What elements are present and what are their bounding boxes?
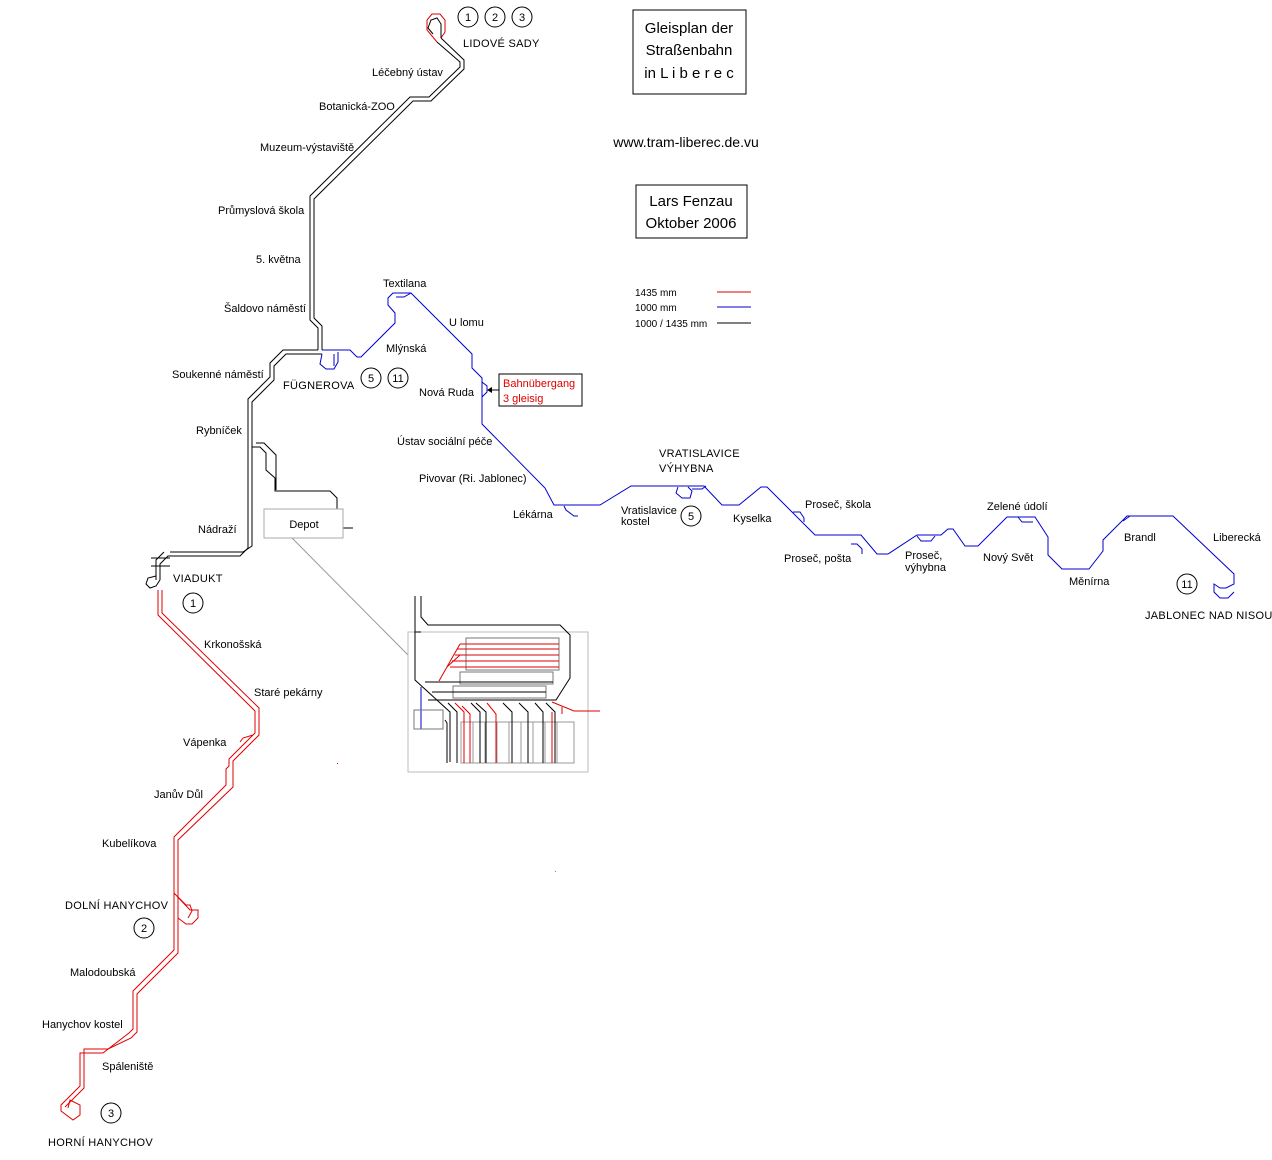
line-badge: 1 bbox=[465, 12, 471, 24]
terminus-label-line-2: VÝHYBNA bbox=[659, 462, 714, 475]
note-line-2: 3 gleisig bbox=[503, 393, 543, 405]
stop-label: Lékárna bbox=[513, 509, 554, 521]
track-standard-gauge-south bbox=[60, 590, 260, 1121]
stop-label-line-1: Vratislavice bbox=[621, 505, 677, 517]
depot-callout-line bbox=[291, 537, 409, 656]
author-box: Lars Fenzau Oktober 2006 bbox=[635, 184, 748, 239]
stop-label: Nová Ruda bbox=[419, 387, 475, 399]
stop-label: Rybníček bbox=[196, 425, 242, 437]
terminus-fugnerova: FÜGNEROVA 5 11 bbox=[283, 367, 409, 392]
terminus-label: JABLONEC NAD NISOU bbox=[1145, 610, 1272, 622]
line-badge: 3 bbox=[519, 12, 525, 24]
title-line-2: Straßenbahn bbox=[646, 42, 733, 59]
terminus-label: DOLNÍ HANYCHOV bbox=[65, 899, 169, 912]
legend-label-meter-gauge: 1000 mm bbox=[635, 303, 677, 314]
stop-label: Nádraží bbox=[198, 524, 237, 536]
stop-label: Krkonošská bbox=[204, 639, 262, 651]
line-badge: 2 bbox=[492, 12, 498, 24]
terminus-lidove-sady: 1 2 3 LIDOVÉ SADY bbox=[457, 6, 540, 50]
stop-label: Liberecká bbox=[1213, 532, 1262, 544]
terminus-label: LIDOVÉ SADY bbox=[463, 37, 540, 50]
terminus-label: VIADUKT bbox=[173, 573, 223, 585]
stops-east: Textilana Mlýnská U lomu Nová Ruda Ústav… bbox=[383, 278, 1262, 588]
stop-label: Proseč, pošta bbox=[784, 553, 852, 565]
stop-label: Proseč, škola bbox=[805, 499, 872, 511]
line-badge: 1 bbox=[190, 598, 196, 610]
author-date: Oktober 2006 bbox=[646, 215, 737, 232]
stop-label: výhybna bbox=[905, 562, 947, 574]
stop-label: Staré pekárny bbox=[254, 687, 323, 699]
stop-label: Průmyslová škola bbox=[218, 205, 305, 217]
line-badge: 3 bbox=[108, 1108, 114, 1120]
line-badge: 11 bbox=[1181, 579, 1192, 591]
stop-label: Zelené údolí bbox=[987, 501, 1048, 513]
depot[interactable]: Depot bbox=[263, 508, 344, 539]
terminus-vratislavice-vyhybna: VRATISLAVICE VÝHYBNA bbox=[659, 448, 740, 475]
stop-label: Ústav sociální péče bbox=[397, 435, 492, 448]
title-box: Gleisplan der Straßenbahn in L i b e r e… bbox=[632, 9, 747, 95]
line-badge: 5 bbox=[368, 373, 374, 385]
author-name: Lars Fenzau bbox=[649, 193, 732, 210]
note-line-1: Bahnübergang bbox=[503, 378, 575, 390]
stop-label: Mlýnská bbox=[386, 343, 427, 355]
stop-label: U lomu bbox=[449, 317, 484, 329]
terminus-label-line-1: VRATISLAVICE bbox=[659, 448, 740, 460]
terminus-viadukt: VIADUKT 1 bbox=[173, 573, 223, 614]
terminus-jablonec: 11 JABLONEC NAD NISOU bbox=[1145, 573, 1272, 622]
legend: 1435 mm 1000 mm 1000 / 1435 mm bbox=[635, 288, 751, 330]
stop-label: Měnírna bbox=[1069, 576, 1110, 588]
legend-label-dual-gauge: 1000 / 1435 mm bbox=[635, 319, 707, 330]
level-crossing-note: Bahnübergang 3 gleisig bbox=[487, 373, 583, 407]
title-line-1: Gleisplan der bbox=[645, 20, 733, 37]
stop-label: Šaldovo náměstí bbox=[224, 302, 306, 315]
depot-label: Depot bbox=[289, 519, 318, 531]
terminus-label: HORNÍ HANYCHOV bbox=[48, 1136, 153, 1149]
terminus-vratislavice-kostel: Vratislavice kostel 5 bbox=[621, 505, 702, 528]
stop-label: Nový Svět bbox=[983, 552, 1033, 564]
stop-label: Spáleniště bbox=[102, 1061, 153, 1073]
stop-label-line-2: kostel bbox=[621, 516, 650, 528]
line-badge: 11 bbox=[392, 373, 403, 385]
stop-label: Textilana bbox=[383, 278, 427, 290]
terminus-label: FÜGNEROVA bbox=[283, 380, 355, 392]
stop-label: Pivovar (Ri. Jablonec) bbox=[419, 473, 527, 485]
depot-detail-inset bbox=[407, 596, 600, 773]
stop-label: 5. května bbox=[256, 254, 302, 266]
stop-label: Kubelíkova bbox=[102, 838, 157, 850]
stop-label: Brandl bbox=[1124, 532, 1156, 544]
track-dual-gauge-north bbox=[309, 37, 465, 350]
loop-lidove-sady bbox=[426, 13, 446, 43]
stop-label: Kyselka bbox=[733, 513, 772, 525]
legend-label-standard-gauge: 1435 mm bbox=[635, 288, 677, 299]
terminus-dolni-hanychov: DOLNÍ HANYCHOV 2 bbox=[65, 899, 169, 939]
stop-label: Muzeum-výstaviště bbox=[260, 142, 354, 154]
stop-label: Léčebný ústav bbox=[372, 67, 443, 79]
stop-label: Soukenné náměstí bbox=[172, 369, 264, 381]
line-badge: 5 bbox=[688, 511, 694, 523]
stop-label: Botanická-ZOO bbox=[319, 101, 395, 113]
line-badge: 2 bbox=[141, 923, 147, 935]
stops-north: Léčebný ústav Botanická-ZOO Muzeum-výsta… bbox=[172, 67, 443, 536]
stop-label: Janův Důl bbox=[154, 789, 203, 801]
title-line-3: in L i b e r e c bbox=[644, 65, 734, 82]
stop-label: Vápenka bbox=[183, 737, 227, 749]
website-url: www.tram-liberec.de.vu bbox=[612, 134, 759, 150]
stop-label: Malodoubská bbox=[70, 967, 136, 979]
track-dual-gauge-center bbox=[145, 349, 353, 589]
track-meter-gauge-east bbox=[319, 292, 1235, 599]
stops-south: Krkonošská Staré pekárny Vápenka Janův D… bbox=[42, 639, 323, 1073]
note-arrowhead-icon bbox=[487, 387, 492, 393]
terminus-horni-hanychov: 3 HORNÍ HANYCHOV bbox=[48, 1102, 153, 1149]
stop-label: Proseč, bbox=[905, 550, 942, 562]
stop-label: Hanychov kostel bbox=[42, 1019, 123, 1031]
